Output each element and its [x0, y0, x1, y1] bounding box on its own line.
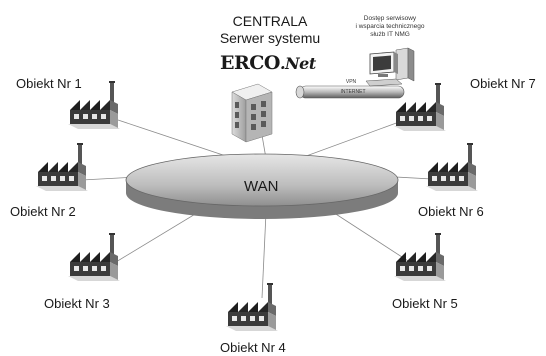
- wan-label: WAN: [244, 178, 279, 195]
- support-line-2: i wsparcia technicznego: [355, 23, 425, 30]
- object-label-2: Obiekt Nr 2: [10, 204, 76, 219]
- object-label-5: Obiekt Nr 5: [392, 296, 458, 311]
- wan-network: [125, 153, 399, 219]
- vpn-label: VPN: [345, 79, 357, 85]
- central-title: CENTRALA: [232, 13, 308, 29]
- logo-main: ERCO: [220, 52, 280, 74]
- central-server-icon: [231, 83, 273, 143]
- object-label-4: Obiekt Nr 4: [220, 340, 286, 355]
- factory-icon-4: [226, 283, 278, 331]
- factory-icon-2: [36, 143, 88, 191]
- factory-icon-3: [68, 233, 120, 281]
- object-label-7: Obiekt Nr 7: [470, 76, 536, 91]
- internet-label: INTERNET: [340, 89, 366, 95]
- object-label-1: Obiekt Nr 1: [16, 76, 82, 91]
- factory-icon-6: [426, 143, 478, 191]
- support-line-1: Dostęp serwisowy: [363, 15, 417, 22]
- factory-icon-5: [394, 233, 446, 281]
- support-line-3: służb IT NMG: [370, 31, 410, 38]
- central-subtitle: Serwer systemu: [219, 30, 321, 46]
- erconet-logo: ERCO.Net: [220, 52, 316, 74]
- internet-pipe: [295, 85, 405, 99]
- object-label-3: Obiekt Nr 3: [44, 296, 110, 311]
- object-label-6: Obiekt Nr 6: [418, 204, 484, 219]
- computer-icon: [365, 47, 415, 87]
- logo-suffix: .Net: [279, 54, 316, 73]
